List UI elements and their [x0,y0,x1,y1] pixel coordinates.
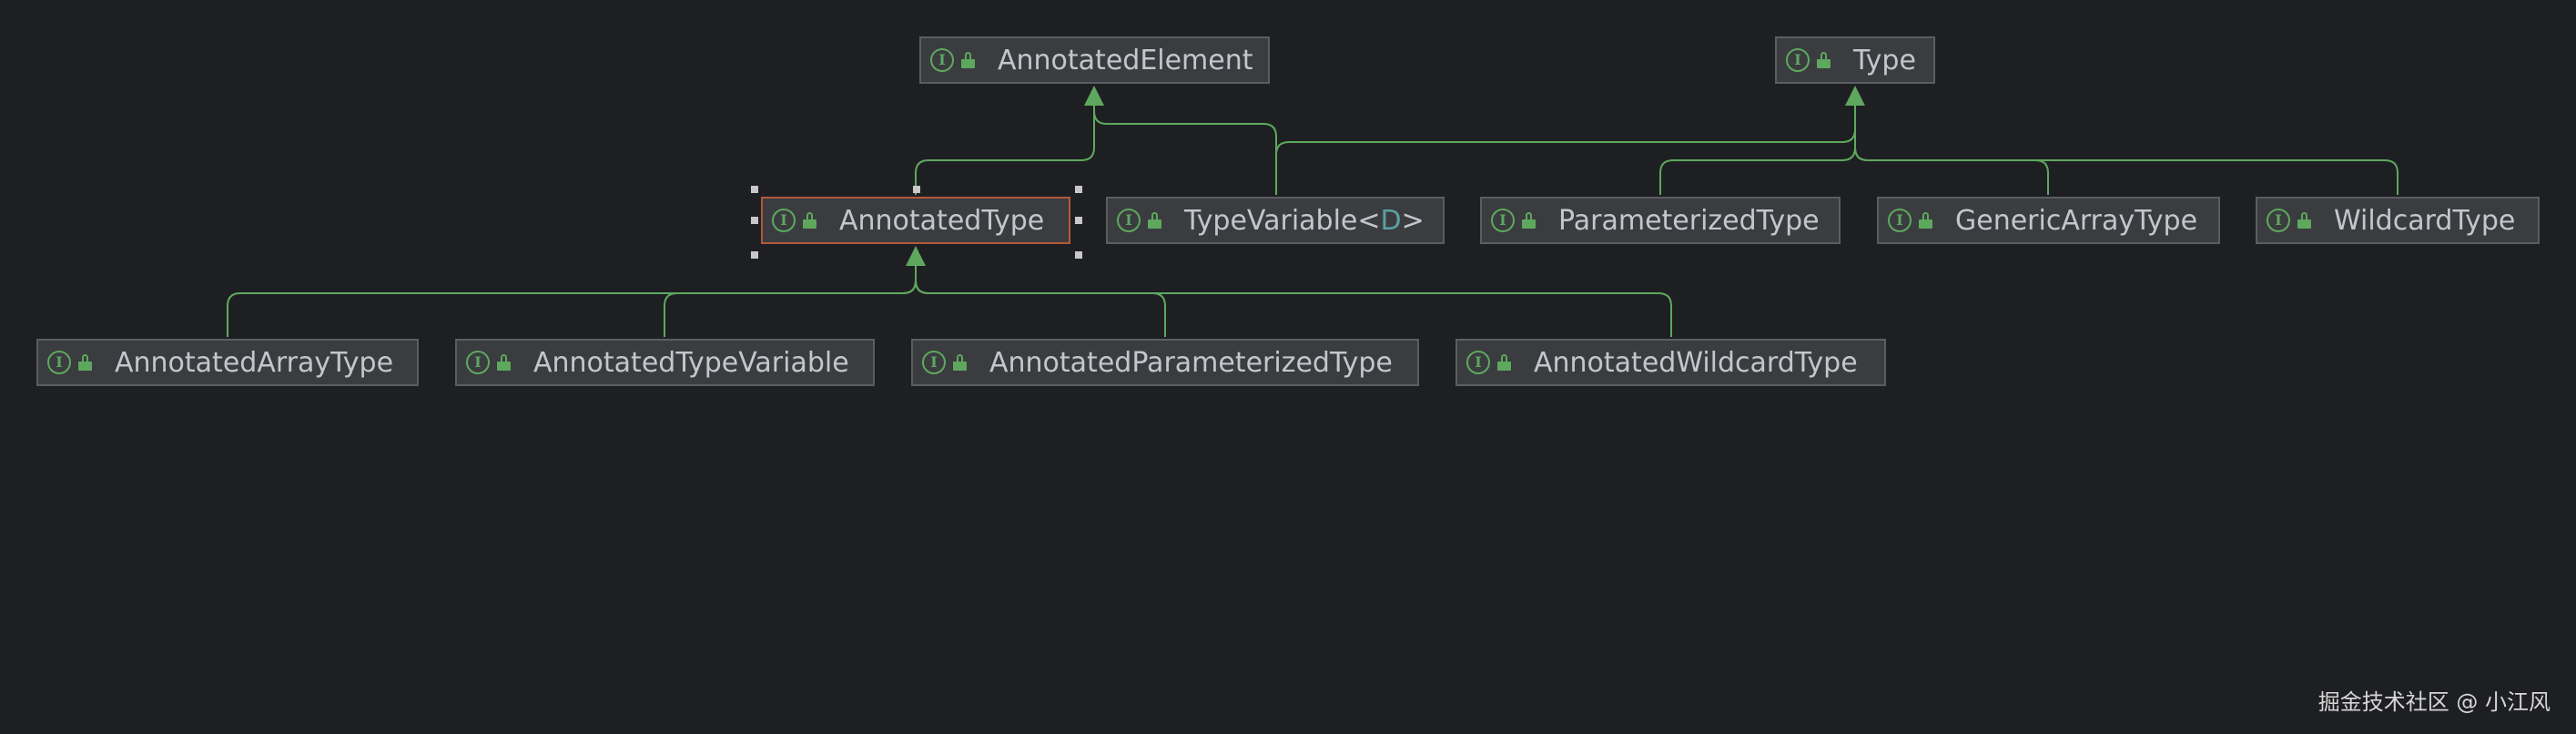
node-annotated-parameterized-type[interactable]: I AnnotatedParameterizedType [911,339,1419,386]
interface-icon: I [930,48,954,72]
inheritance-edge [915,266,1672,337]
public-lock-icon [78,354,93,371]
type-param-open: < [1357,204,1381,237]
node-label: AnnotatedType [839,204,1045,237]
node-wildcard-type[interactable]: I WildcardType [2256,197,2540,244]
interface-icon: I [772,209,796,232]
node-generic-array-type[interactable]: I GenericArrayType [1877,197,2220,244]
node-annotated-type-variable[interactable]: I AnnotatedTypeVariable [455,339,875,386]
inheritance-edge [1854,106,2049,195]
node-label: AnnotatedElement [998,44,1253,76]
inheritance-edge [664,266,917,337]
node-label: TypeVariable [1184,204,1358,237]
node-label: Type [1853,44,1916,76]
interface-icon: I [47,351,71,374]
inheritance-arrowhead [1845,86,1865,106]
interface-icon: I [1117,209,1141,232]
node-label: AnnotatedParameterizedType [989,346,1393,379]
inheritance-arrowhead [1084,86,1104,106]
node-annotated-array-type[interactable]: I AnnotatedArrayType [36,339,419,386]
interface-icon: I [1888,209,1912,232]
public-lock-icon [2297,212,2312,229]
selection-handle[interactable] [751,217,758,224]
type-param-label: D [1380,204,1402,237]
public-lock-icon [497,354,512,371]
node-annotated-wildcard-type[interactable]: I AnnotatedWildcardType [1455,339,1886,386]
node-annotated-element[interactable]: I AnnotatedElement [919,36,1270,84]
interface-icon: I [922,351,946,374]
node-label: AnnotatedTypeVariable [533,346,849,379]
node-annotated-type[interactable]: I AnnotatedType [761,197,1070,244]
interface-icon: I [2267,209,2290,232]
type-param-close: > [1401,204,1425,237]
selection-handle[interactable] [751,186,758,193]
inheritance-edge [915,266,1166,337]
interface-icon: I [466,351,490,374]
interface-icon: I [1491,209,1515,232]
inheritance-edge [1093,106,1277,195]
node-label: GenericArrayType [1955,204,2198,237]
watermark: 掘金技术社区 @ 小江风 [2317,689,2551,715]
public-lock-icon [1522,212,1536,229]
selection-handle[interactable] [1075,186,1082,193]
node-label: ParameterizedType [1558,204,1820,237]
node-type[interactable]: I Type [1775,36,1935,84]
inheritance-edge [915,106,1095,195]
inheritance-edge [1275,106,1856,195]
selection-handle[interactable] [1075,217,1082,224]
public-lock-icon [1919,212,1933,229]
node-label: AnnotatedWildcardType [1534,346,1858,379]
public-lock-icon [953,354,968,371]
public-lock-icon [961,52,976,68]
public-lock-icon [1817,52,1831,68]
selection-handle[interactable] [751,251,758,259]
inheritance-edge [1854,106,2399,195]
inheritance-edge [1659,106,1856,195]
public-lock-icon [1148,212,1162,229]
selection-handle[interactable] [913,186,920,193]
public-lock-icon [803,212,817,229]
interface-icon: I [1466,351,1490,374]
node-parameterized-type[interactable]: I ParameterizedType [1480,197,1841,244]
selection-handle[interactable] [1075,251,1082,259]
public-lock-icon [1497,354,1512,371]
inheritance-arrowhead [906,246,926,266]
node-label: WildcardType [2334,204,2516,237]
inheritance-edge [227,266,917,337]
node-label: AnnotatedArrayType [115,346,394,379]
node-type-variable[interactable]: I TypeVariable<D> [1106,197,1445,244]
interface-icon: I [1786,48,1810,72]
